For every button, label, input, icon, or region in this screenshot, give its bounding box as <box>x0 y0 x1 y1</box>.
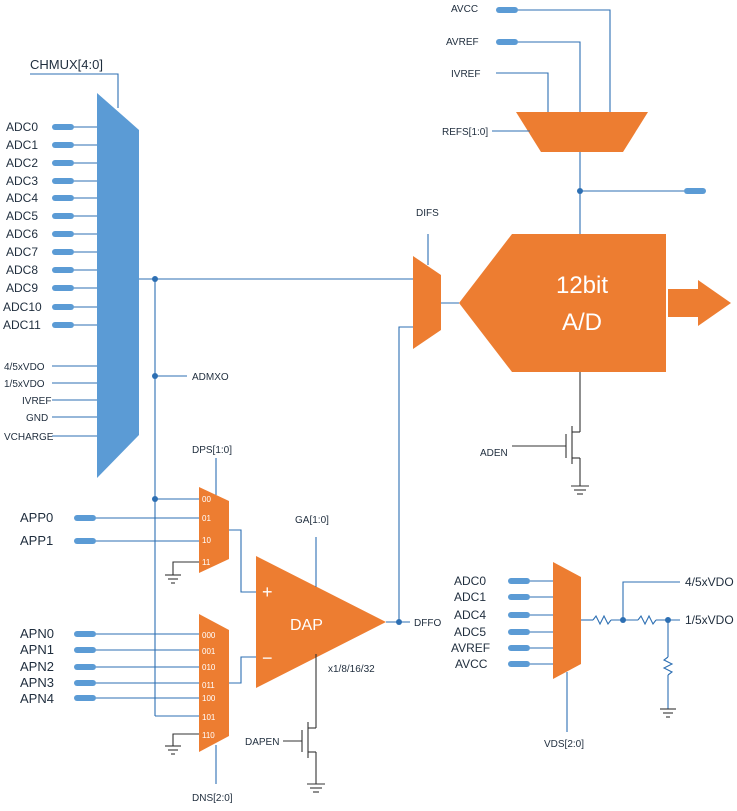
dapen-label: DAPEN <box>245 737 279 748</box>
chmux-input-label: ADC3 <box>6 174 38 188</box>
refs-input-label: AVCC <box>451 4 478 15</box>
dns-code: 011 <box>202 681 215 690</box>
app0-pin <box>74 515 96 521</box>
vds-input-label: ADC5 <box>454 625 486 639</box>
vds-mux <box>553 562 581 679</box>
dns-input-label: APN4 <box>20 691 54 706</box>
dns-input-label: APN3 <box>20 675 54 690</box>
chmux-internal-label: GND <box>26 413 48 424</box>
dps-code: 01 <box>202 514 211 523</box>
chmux-select-line <box>30 73 119 108</box>
dps-input-label: APP1 <box>20 533 53 548</box>
avref-pin <box>496 39 518 45</box>
voltage-divider <box>581 581 680 709</box>
adc-title-line1: 12bit <box>556 272 608 299</box>
chmux-internal-label: 4/5xVDO <box>4 362 45 373</box>
vds-input-label: ADC1 <box>454 590 486 604</box>
dps-select-label: DPS[1:0] <box>192 445 232 456</box>
vds-input-pins <box>508 578 530 667</box>
vds-select-label: VDS[2:0] <box>544 739 584 750</box>
adc-title-line2: A/D <box>562 309 602 336</box>
dns-input-label: APN0 <box>20 626 54 641</box>
junction-dot <box>665 617 671 623</box>
ground-icon <box>307 783 325 793</box>
aden-label: ADEN <box>480 448 508 459</box>
dap-gain-values: x1/8/16/32 <box>328 664 375 675</box>
chmux-input-label: ADC1 <box>6 138 38 152</box>
ground-icon <box>660 708 676 718</box>
dns-code: 010 <box>202 663 216 672</box>
dns-code: 000 <box>202 631 216 640</box>
dap-title: DAP <box>290 617 323 634</box>
refs-mux <box>516 112 648 152</box>
chmux-mux <box>97 93 139 478</box>
dffo-label: DFFO <box>414 618 441 629</box>
vds-input-label: ADC4 <box>454 608 486 622</box>
chmux-input-pins <box>52 124 74 328</box>
avcc-pin <box>496 7 518 13</box>
chmux-internal-label: IVREF <box>22 396 51 407</box>
ground-icon <box>165 574 181 584</box>
refs-select-label: REFS[1:0] <box>442 127 488 138</box>
dns-code: 001 <box>202 647 216 656</box>
chmux-input-label: ADC10 <box>3 300 42 314</box>
chmux-input-label: ADC8 <box>6 263 38 277</box>
vref-out-pin <box>684 188 706 194</box>
dns-input-label: APN2 <box>20 659 54 674</box>
admxo-label: ADMXO <box>192 372 229 383</box>
dap-gain-select-label: GA[1:0] <box>295 515 329 526</box>
chmux-adc-inputs: ADC0 ADC1 ADC2 ADC3 ADC4 ADC5 ADC6 ADC7 … <box>3 120 97 332</box>
chmux-input-wires <box>74 126 97 326</box>
dns-mux <box>199 614 229 752</box>
dns-input-pins <box>74 631 96 701</box>
chmux-input-label: ADC2 <box>6 156 38 170</box>
chmux-input-label: ADC11 <box>3 318 41 332</box>
vds-output-label: 1/5xVDO <box>685 613 734 627</box>
dps-code: 00 <box>202 495 211 504</box>
junction-dot <box>620 617 626 623</box>
dps-code: 11 <box>202 558 211 567</box>
chmux-internal-label: 1/5xVDO <box>4 379 45 390</box>
difs-label: DIFS <box>416 208 439 219</box>
dns-code: 110 <box>202 731 215 740</box>
vds-input-label: ADC0 <box>454 574 486 588</box>
dns-code: 100 <box>202 694 216 703</box>
dns-code: 101 <box>202 713 216 722</box>
adc-output-arrow <box>668 280 731 326</box>
vds-input-label: AVREF <box>451 641 490 655</box>
dns-input-wires <box>96 633 199 717</box>
vds-input-label: AVCC <box>455 657 488 671</box>
vds-inputs: ADC0 ADC1 ADC4 ADC5 AVREF AVCC <box>451 574 553 671</box>
vds-output-label: 4/5xVDO <box>685 575 734 589</box>
difs-mux <box>413 256 441 349</box>
dap-amplifier <box>256 556 386 688</box>
dap-minus: − <box>262 648 273 668</box>
chmux-internal-label: VCHARGE <box>4 432 54 443</box>
chmux-internal-inputs: 4/5xVDO 1/5xVDO IVREF GND VCHARGE <box>4 362 97 443</box>
refs-input-label: IVREF <box>451 69 480 80</box>
chmux-input-label: ADC9 <box>6 281 38 295</box>
dns-input-label: APN1 <box>20 642 54 657</box>
chmux-input-label: ADC6 <box>6 227 38 241</box>
adc-block <box>459 234 666 372</box>
dps-code: 10 <box>202 536 211 545</box>
ground-icon <box>165 745 181 755</box>
dps-mux <box>199 487 229 573</box>
app1-pin <box>74 538 96 544</box>
ground-icon <box>571 485 589 495</box>
dps-input-label: APP0 <box>20 510 53 525</box>
chmux-input-label: ADC5 <box>6 209 38 223</box>
dap-plus: + <box>262 582 273 602</box>
chmux-input-label: ADC4 <box>6 191 38 205</box>
refs-input-label: AVREF <box>446 37 479 48</box>
dns-select-label: DNS[2:0] <box>192 793 233 804</box>
chmux-input-label: ADC0 <box>6 120 38 134</box>
chmux-select-label: CHMUX[4:0] <box>30 57 103 72</box>
chmux-input-label: ADC7 <box>6 245 38 259</box>
